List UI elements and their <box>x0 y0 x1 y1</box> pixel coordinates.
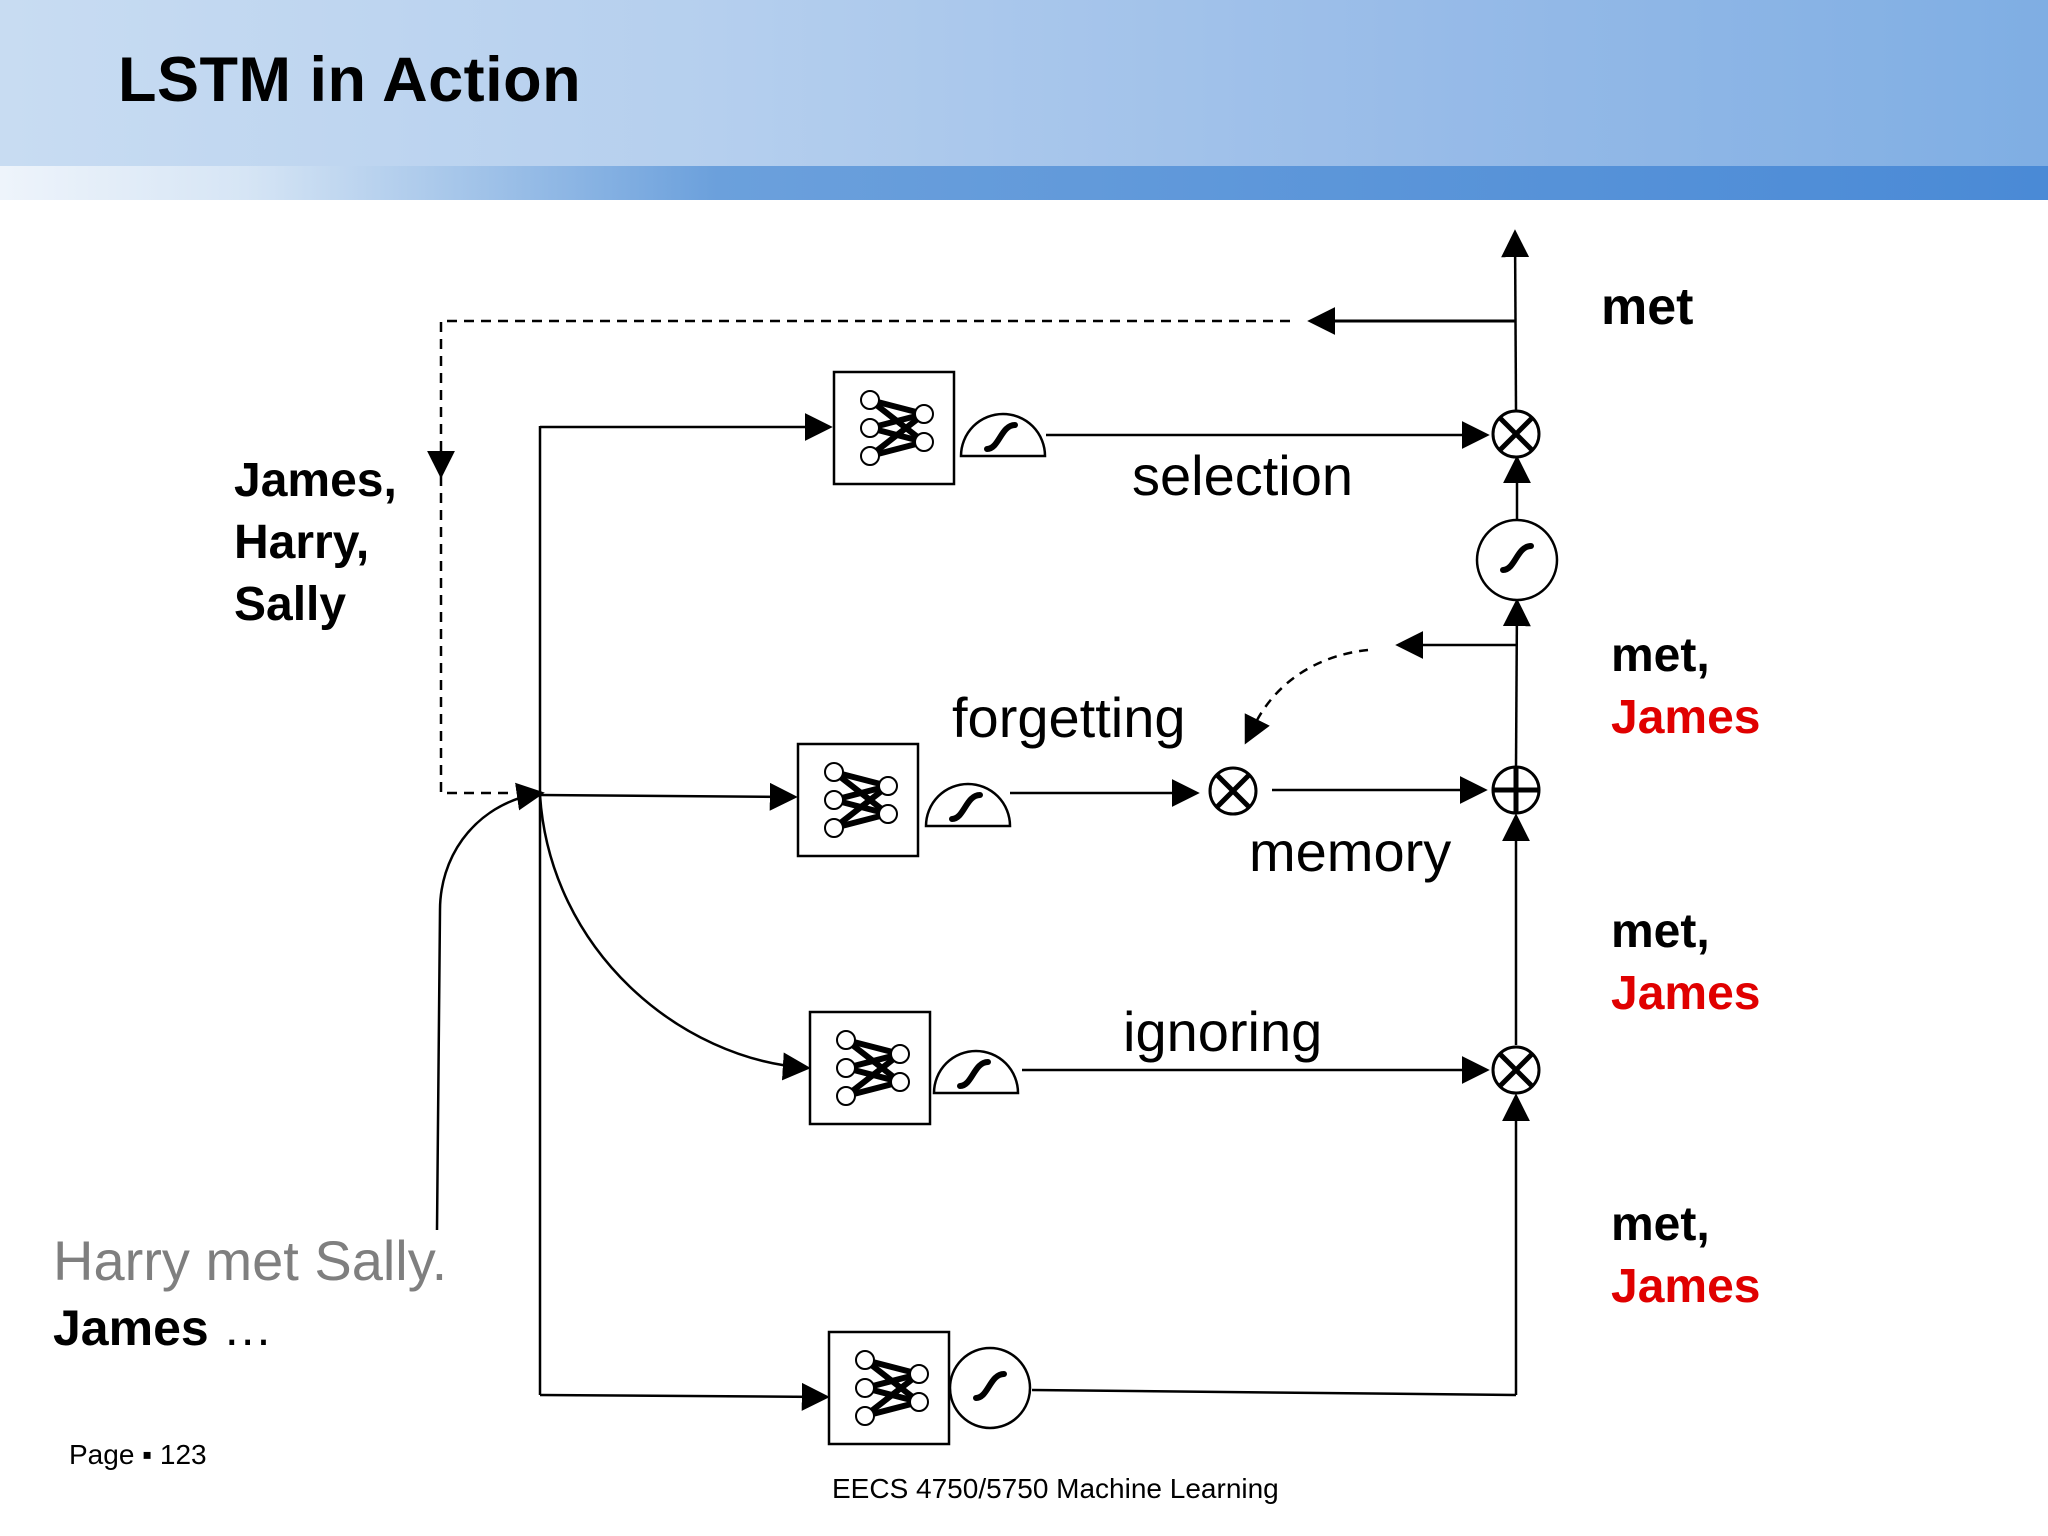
forgetting-network-icon <box>798 744 918 856</box>
output-word: met <box>1601 278 1694 336</box>
recall-item: Harry, <box>234 516 370 569</box>
forget-multiply-icon <box>1210 768 1256 814</box>
page-number: Page ▪ 123 <box>69 1439 207 1470</box>
state-word: met, <box>1611 629 1710 682</box>
cell-path <box>1244 229 1531 1395</box>
recall-item: James, <box>234 454 397 507</box>
gate-lines <box>1010 421 1517 1397</box>
ignoring-label: ignoring <box>1123 1000 1323 1063</box>
ignoring-squash-icon <box>934 1051 1018 1093</box>
prediction-network-icon <box>829 1332 949 1444</box>
state-name: James <box>1611 967 1761 1020</box>
header-stripe <box>0 166 2048 200</box>
state-name: James <box>1611 1260 1761 1313</box>
recall-item: Sally <box>234 578 347 631</box>
dashed-feedback-loop <box>427 307 1515 795</box>
course-name: EECS 4750/5750 Machine Learning <box>832 1473 1279 1504</box>
input-sentence-line1: Harry met Sally. <box>53 1229 448 1292</box>
input-curve <box>435 793 531 1231</box>
selection-squash-icon <box>961 414 1045 456</box>
selection-label: selection <box>1132 444 1354 507</box>
output-squash-icon <box>1477 520 1557 600</box>
input-ellipsis: … <box>208 1300 273 1356</box>
memory-add-icon <box>1493 767 1539 813</box>
input-word: James <box>53 1300 209 1356</box>
state-label: met, James <box>1611 901 1760 1025</box>
state-word: met, <box>1611 905 1710 958</box>
state-label: met, James <box>1611 625 1760 749</box>
recall-list: James, Harry, Sally <box>234 450 397 636</box>
header-band <box>0 0 2048 166</box>
state-label: met, James <box>1611 1194 1760 1318</box>
selection-multiply-icon <box>1493 411 1539 457</box>
input-branches <box>538 413 833 1411</box>
forgetting-label: forgetting <box>952 686 1186 749</box>
forgetting-squash-icon <box>926 784 1010 826</box>
memory-label: memory <box>1249 820 1452 883</box>
selection-network-icon <box>834 372 954 484</box>
prediction-squash-icon <box>950 1348 1030 1428</box>
input-sentence-line2: James … <box>53 1303 273 1353</box>
state-name: James <box>1611 691 1761 744</box>
slide-title: LSTM in Action <box>118 45 582 115</box>
state-word: met, <box>1611 1198 1710 1251</box>
ignore-multiply-icon <box>1493 1047 1539 1093</box>
ignoring-network-icon <box>810 1012 930 1124</box>
